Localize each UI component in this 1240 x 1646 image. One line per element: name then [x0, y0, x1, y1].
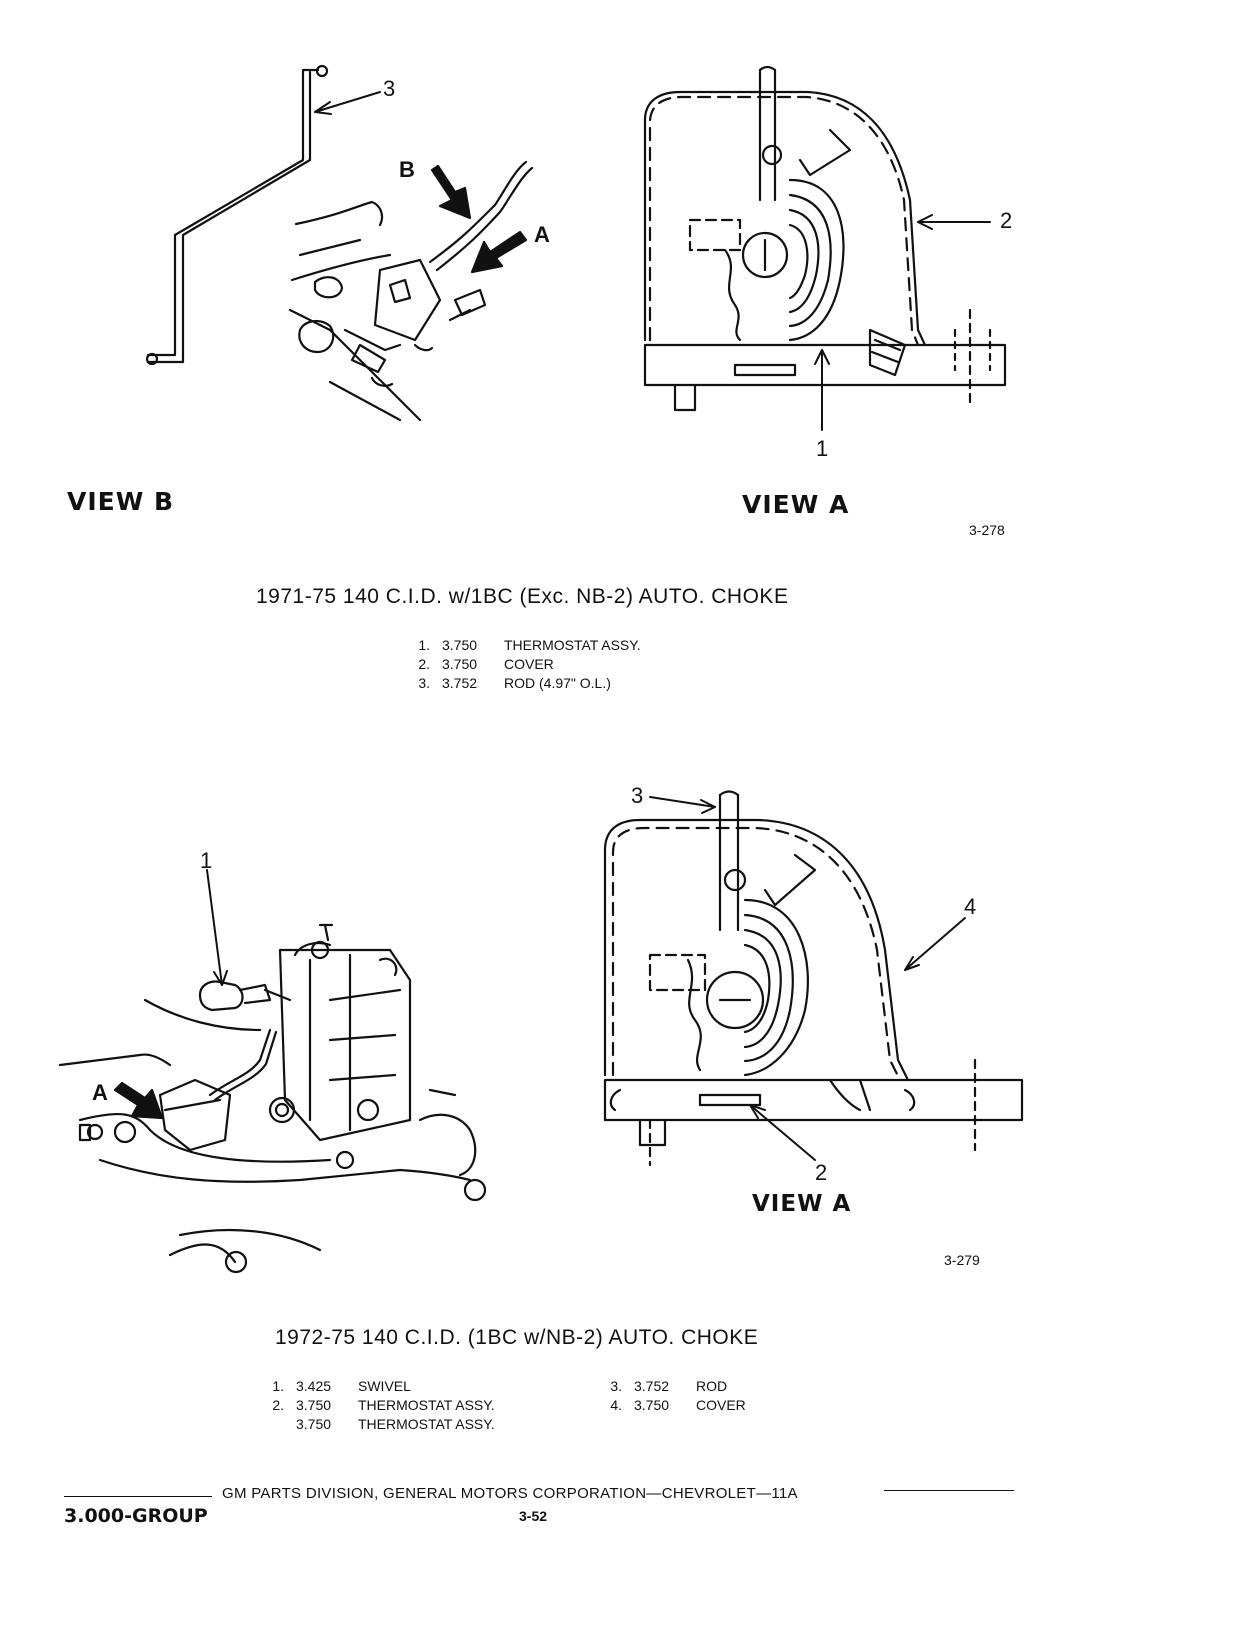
view-a-bottom-drawing [603, 790, 1024, 1167]
callout-1: 1 [200, 848, 213, 873]
figure-heading: 1972-75 140 C.I.D. (1BC w/NB-2) AUTO. CH… [275, 1326, 759, 1349]
parts-row: 3. 3.752 ROD [596, 1377, 746, 1396]
view-a-label: VIEW A [752, 1191, 852, 1217]
figure-number: 3-278 [969, 522, 1005, 538]
part-code: 3.750 [634, 1397, 670, 1413]
part-description: COVER [504, 656, 554, 672]
part-number: 2. [418, 656, 430, 672]
part-code: 3.750 [442, 637, 478, 653]
part-number: 1. [272, 1378, 284, 1394]
part-code: 3.425 [296, 1378, 332, 1394]
part-description: SWIVEL [358, 1378, 411, 1394]
view-a-top-drawing [643, 65, 1007, 412]
part-number [258, 1415, 296, 1434]
parts-list-left: 1. 3.425 SWIVEL 2. 3.750 THERMOSTAT ASSY… [258, 1377, 495, 1434]
callout-2: 2 [1000, 208, 1013, 233]
rod-3-drawing [145, 64, 329, 366]
view-b-engine-drawing [288, 160, 534, 422]
part-number: 3. [418, 675, 430, 691]
part-description: COVER [696, 1397, 746, 1413]
figure-number: 3-279 [944, 1252, 980, 1268]
part-number: 4. [610, 1397, 622, 1413]
parts-row: 1. 3.425 SWIVEL [258, 1377, 495, 1396]
parts-row: 2. 3.750 THERMOSTAT ASSY. [258, 1396, 495, 1415]
footer-rule-right [884, 1490, 1014, 1491]
parts-list-right: 3. 3.752 ROD 4. 3.750 COVER [596, 1377, 746, 1415]
callout-3: 3 [383, 76, 396, 101]
part-number: 3. [610, 1378, 622, 1394]
parts-row: 1. 3.750 THERMOSTAT ASSY. [404, 636, 641, 655]
parts-row: 3.750 THERMOSTAT ASSY. [258, 1415, 495, 1434]
part-code: 3.750 [442, 656, 478, 672]
arrow-b-label: B [399, 157, 415, 182]
figure-heading: 1971-75 140 C.I.D. w/1BC (Exc. NB-2) AUT… [256, 585, 789, 608]
footer-publisher: GM PARTS DIVISION, GENERAL MOTORS CORPOR… [222, 1485, 798, 1502]
callout-3: 3 [631, 783, 644, 808]
callout-2: 2 [815, 1160, 828, 1185]
part-description: THERMOSTAT ASSY. [504, 637, 641, 653]
part-description: ROD [696, 1378, 728, 1394]
parts-row: 2. 3.750 COVER [404, 655, 641, 674]
arrow-a-label: A [92, 1080, 108, 1105]
view-a-label: VIEW A [742, 490, 850, 519]
part-code: 3.750 [296, 1397, 332, 1413]
parts-row: 4. 3.750 COVER [596, 1396, 746, 1415]
arrow-a-label: A [534, 222, 550, 247]
footer-rule-left [64, 1496, 212, 1497]
part-code: 3.750 [296, 1416, 332, 1432]
parts-list: 1. 3.750 THERMOSTAT ASSY. 2. 3.750 COVER… [404, 636, 641, 693]
parts-row: 3. 3.752 ROD (4.97" O.L.) [404, 674, 641, 693]
part-number: 2. [272, 1397, 284, 1413]
callout-1: 1 [816, 436, 829, 461]
part-description: ROD (4.97" O.L.) [504, 675, 611, 691]
part-number: 1. [418, 637, 430, 653]
view-b-label: VIEW B [67, 487, 175, 516]
part-code: 3.752 [634, 1378, 670, 1394]
part-description: THERMOSTAT ASSY. [358, 1416, 495, 1432]
part-description: THERMOSTAT ASSY. [358, 1397, 495, 1413]
footer-group: 3.000-GROUP [64, 1505, 208, 1527]
footer-page-number: 3-52 [519, 1508, 548, 1524]
part-code: 3.752 [442, 675, 478, 691]
carburetor-drawing [58, 923, 487, 1274]
callout-4: 4 [964, 894, 977, 919]
